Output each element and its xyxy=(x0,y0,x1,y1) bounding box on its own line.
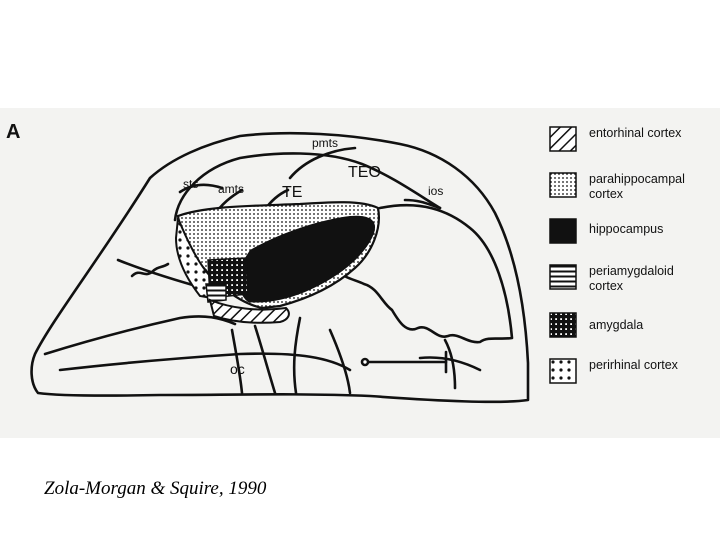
brainstem xyxy=(443,338,457,390)
hippocampus-region xyxy=(238,215,376,303)
label-te: TE xyxy=(282,184,303,201)
label-oc: oc xyxy=(230,361,245,377)
sulcus-squiggle xyxy=(130,262,170,278)
inferior-fold xyxy=(58,352,352,372)
legend-item-perirhinal: perirhinal cortex xyxy=(549,358,699,384)
legend-swatch-sparse-dots xyxy=(549,358,577,384)
oc-sulcus xyxy=(230,328,244,395)
legend-item-parahippocampal: parahippocampal cortex xyxy=(549,172,699,202)
legend-label: amygdala xyxy=(589,318,644,332)
perirhinal-region xyxy=(174,217,214,300)
ventral-line xyxy=(328,328,352,395)
pointer-dot xyxy=(360,357,370,367)
ventral-line xyxy=(253,324,277,395)
legend-swatch-horizontal xyxy=(549,264,577,290)
label-amts: amts xyxy=(218,182,245,196)
label-ios: ios xyxy=(428,184,444,198)
legend-label: perirhinal cortex xyxy=(589,358,678,372)
label-teo: TEO xyxy=(348,164,381,181)
legend-item-amygdala: amygdala xyxy=(549,312,699,338)
brainstem xyxy=(418,356,482,372)
legend-item-hippocampus: hippocampus xyxy=(549,218,699,244)
legend-label: entorhinal cortex xyxy=(589,126,682,140)
brain-diagram xyxy=(30,131,530,404)
legend-label: periamygdaloid cortex xyxy=(589,264,674,293)
legend-label: parahippocampal cortex xyxy=(589,172,685,201)
panel-letter: A xyxy=(6,121,21,143)
brain-outline xyxy=(30,131,530,404)
sulcus-sts xyxy=(178,183,224,194)
legend-item-periamygdaloid: periamygdaloid cortex xyxy=(549,264,699,294)
entorhinal-region xyxy=(208,298,290,324)
legend-swatch-fine-dots xyxy=(549,172,577,198)
inferior-contour xyxy=(43,315,237,356)
citation-caption: Zola-Morgan & Squire, 1990 xyxy=(44,478,267,499)
legend-label: hippocampus xyxy=(589,222,664,236)
label-pmts: pmts xyxy=(312,136,339,150)
legend-swatch-solid xyxy=(549,218,577,244)
cerebellum xyxy=(338,203,514,344)
legend-item-entorhinal: entorhinal cortex xyxy=(549,126,699,152)
ventral-line xyxy=(292,316,302,395)
sulcus-ios xyxy=(403,198,442,210)
periamygdaloid-region xyxy=(205,283,227,303)
sulcus-contour xyxy=(173,152,442,222)
label-sts: sts xyxy=(183,177,199,191)
legend-swatch-grid xyxy=(549,312,577,338)
sulcus-pmts xyxy=(288,146,357,180)
legend-swatch-diagonal xyxy=(549,126,577,152)
